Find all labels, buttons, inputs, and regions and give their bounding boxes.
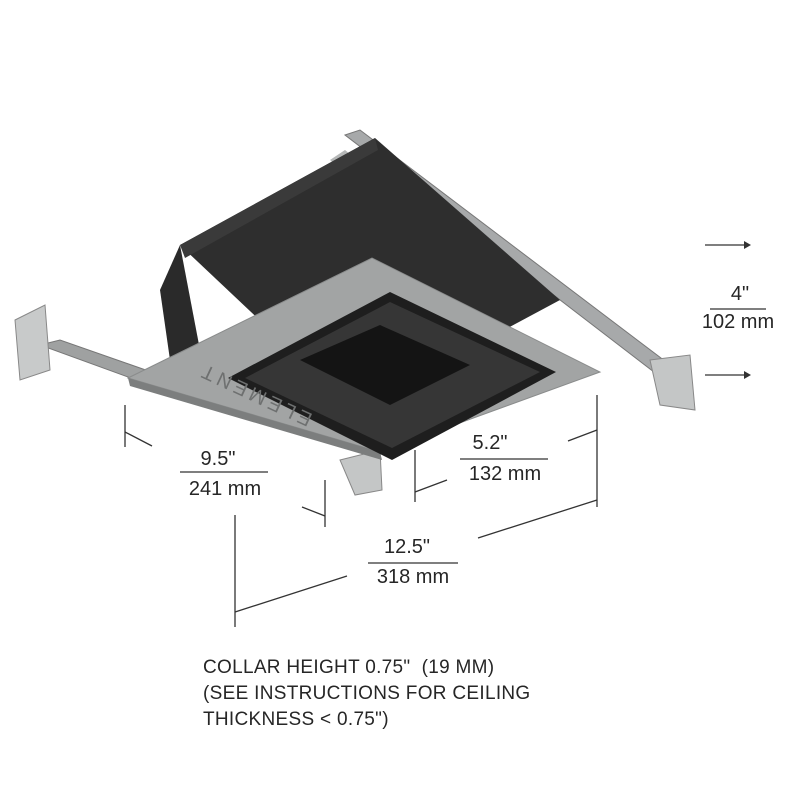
height-metric: 102 mm [701, 311, 775, 333]
note-line: (SEE INSTRUCTIONS FOR CEILING [203, 683, 531, 704]
height-imperial: 4" [730, 283, 750, 305]
mounting-bar-front [14, 304, 383, 496]
note-line: COLLAR HEIGHT 0.75" (19 MM) [203, 657, 495, 678]
note-line: THICKNESS < 0.75") [203, 709, 389, 730]
dimension-lines [124, 244, 766, 627]
collar-height-note: COLLAR HEIGHT 0.75" (19 MM) (SEE INSTRUC… [203, 655, 531, 733]
dimension-arrows [744, 241, 751, 379]
length-imperial: 12.5" [383, 536, 431, 558]
aperture-metric: 132 mm [468, 463, 542, 485]
width-imperial: 9.5" [200, 448, 236, 470]
width-metric: 241 mm [188, 478, 262, 500]
length-metric: 318 mm [376, 566, 450, 588]
aperture-imperial: 5.2" [472, 432, 508, 454]
aperture [228, 292, 556, 460]
